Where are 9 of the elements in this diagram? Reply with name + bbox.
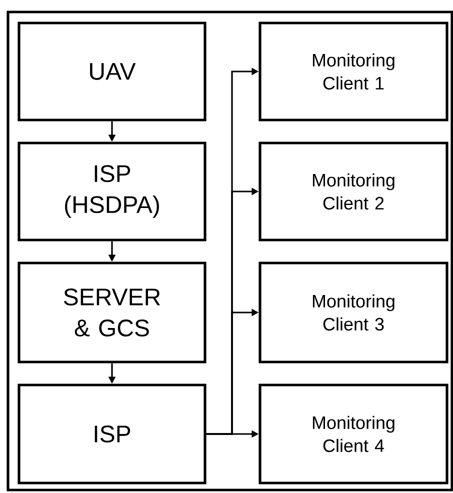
client-box: Monitoring Client 3 (258, 262, 448, 364)
client-box: Monitoring Client 1 (258, 22, 448, 122)
process-box: UAV (18, 22, 206, 122)
frame-border (6, 10, 453, 492)
client-box: Monitoring Client 4 (258, 384, 448, 484)
process-box: SERVER & GCS (18, 262, 206, 364)
process-box: ISP (18, 384, 206, 484)
process-box: ISP (HSDPA) (18, 142, 206, 242)
client-box: Monitoring Client 2 (258, 142, 448, 242)
